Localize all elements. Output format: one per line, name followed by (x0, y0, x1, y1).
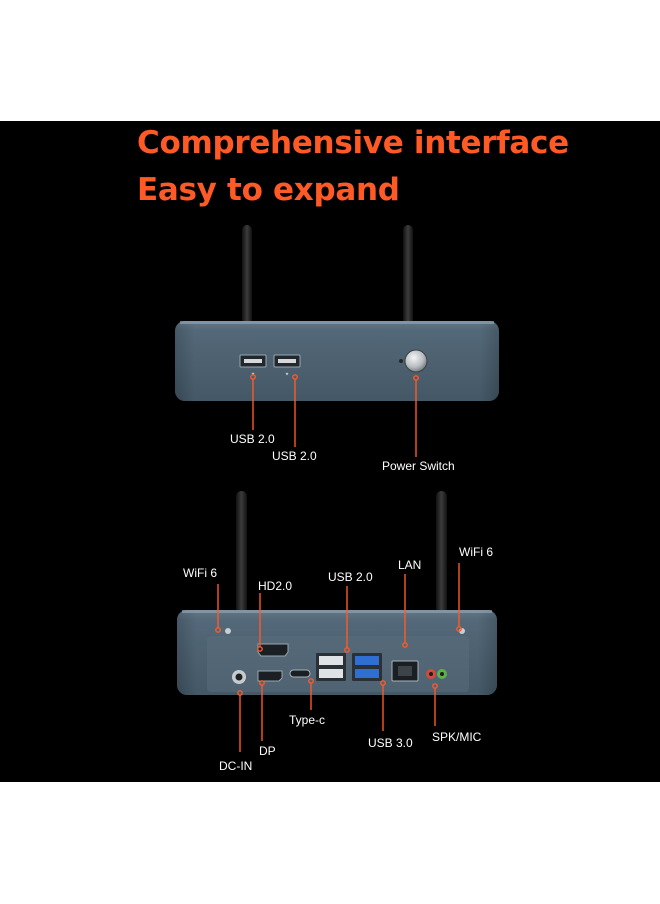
label-typec: Type-c (289, 713, 326, 727)
front-antenna-right (403, 225, 413, 325)
rear-hdmi-port (257, 643, 289, 657)
label-usb-3: USB 3.0 (368, 736, 413, 750)
rear-usb3-stack (352, 653, 382, 681)
rear-dp-port (257, 670, 283, 682)
label-usb-2: USB 2.0 (328, 570, 373, 584)
label-dcin: DC-IN (219, 759, 253, 773)
rear-lan-port (391, 660, 419, 682)
product-panel: Comprehensive interface Easy to expand (0, 121, 660, 782)
svg-text:⭑: ⭑ (285, 370, 289, 378)
front-usb-port-right (273, 354, 301, 368)
front-antenna-left (242, 225, 252, 325)
rear-audio-jacks (426, 669, 447, 679)
label-front-usb-left: USB 2.0 (230, 432, 275, 446)
label-spk-mic: SPK/MIC (432, 730, 482, 744)
rear-antenna-left (236, 491, 247, 639)
power-button-knob (405, 350, 427, 372)
label-hdmi: HD2.0 (258, 579, 293, 593)
mini-pc-illustration: ⭑ ⭑ (175, 225, 499, 752)
front-usb-port-left (239, 354, 267, 368)
headline-line-2: Easy to expand (137, 172, 400, 208)
front-view: ⭑ ⭑ (175, 225, 499, 457)
rear-usb2-stack (316, 653, 346, 681)
rear-dcin-port (232, 670, 246, 684)
label-front-usb-right: USB 2.0 (272, 449, 317, 463)
label-power-switch: Power Switch (382, 459, 455, 473)
label-wifi-left: WiFi 6 (183, 566, 217, 580)
rear-antenna-right (436, 491, 447, 639)
svg-text:⭑: ⭑ (251, 370, 255, 378)
rear-view (177, 491, 497, 752)
label-dp: DP (259, 744, 276, 758)
rear-typec-port (289, 669, 311, 678)
headline-line-1: Comprehensive interface (137, 125, 569, 161)
label-lan: LAN (398, 558, 422, 572)
label-wifi-right: WiFi 6 (459, 545, 493, 559)
